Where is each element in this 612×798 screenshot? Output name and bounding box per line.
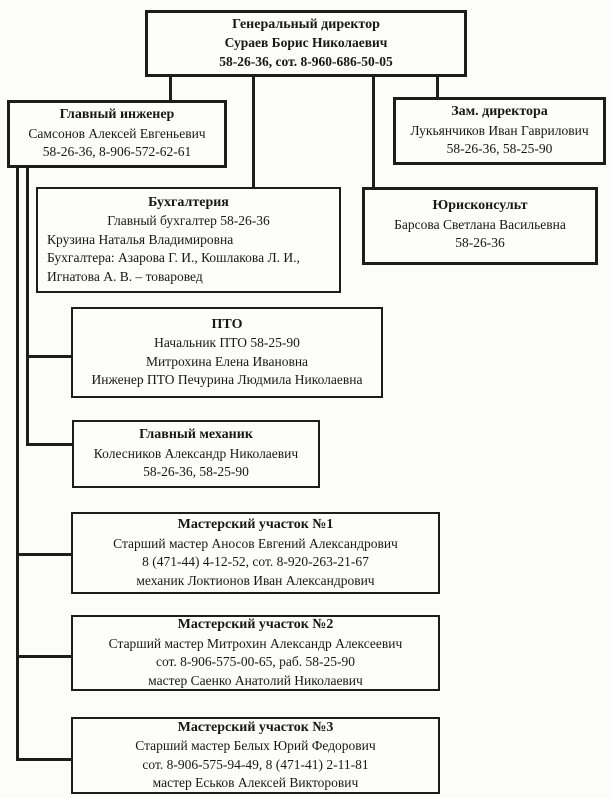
node-line: 58-26-36, сот. 8-960-686-50-05 bbox=[219, 53, 393, 69]
org-node-general-director: Генеральный директор Сураев Борис Никола… bbox=[145, 10, 467, 77]
node-line: Митрохина Елена Ивановна bbox=[145, 353, 309, 369]
connector-director-to-accounting bbox=[252, 74, 255, 189]
node-line: Лукьянчиков Иван Гаврилович bbox=[410, 122, 589, 138]
node-title: Главный механик bbox=[139, 427, 253, 443]
node-title: Генеральный директор bbox=[232, 16, 380, 32]
node-line: 58-26-36, 8-906-572-62-61 bbox=[42, 144, 192, 160]
node-line: 58-26-36, 58-25-90 bbox=[143, 464, 249, 480]
node-line: Бухгалтера: Азарова Г. И., Кошлакова Л. … bbox=[47, 250, 300, 266]
node-line: Старший мастер Митрохин Александр Алексе… bbox=[108, 635, 403, 651]
node-line: Крузина Наталья Владимировна bbox=[47, 231, 234, 247]
node-line: мастер Саенко Анатолий Николаевич bbox=[148, 672, 363, 688]
connector-director-to-chief-engineer bbox=[169, 74, 172, 102]
node-line: Старший мастер Аносов Евгений Александро… bbox=[113, 535, 398, 551]
node-line: 8 (471-44) 4-12-52, сот. 8-920-263-21-67 bbox=[142, 554, 369, 569]
connector-branch-workshop1 bbox=[16, 553, 73, 556]
node-line: Сураев Борис Николаевич bbox=[224, 35, 388, 51]
connector-branch-workshop3 bbox=[16, 758, 73, 761]
node-line: Начальник ПТО 58-25-90 bbox=[154, 335, 300, 350]
node-line: Барсова Светлана Васильевна bbox=[394, 216, 566, 232]
org-node-chief-mechanic: Главный механик Колесников Александр Ник… bbox=[72, 420, 320, 488]
org-node-deputy-director: Зам. директора Лукьянчиков Иван Гаврилов… bbox=[393, 97, 606, 165]
node-line: механик Локтионов Иван Александрович bbox=[136, 572, 375, 588]
node-line: Главный бухгалтер 58-26-36 bbox=[107, 213, 270, 229]
node-line: Старший мастер Белых Юрий Федорович bbox=[135, 738, 376, 753]
org-node-workshop-1: Мастерский участок №1 Старший мастер Ано… bbox=[71, 512, 440, 594]
org-node-chief-engineer: Главный инженер Самсонов Алексей Евгенье… bbox=[7, 100, 227, 168]
connector-branch-pto bbox=[26, 355, 73, 358]
connector-branch-chief-mechanic bbox=[26, 443, 74, 446]
node-line: сот. 8-906-575-94-49, 8 (471-41) 2-11-81 bbox=[142, 756, 369, 772]
node-line: Самсонов Алексей Евгеньевич bbox=[28, 125, 206, 141]
node-line: мастер Еськов Алексей Викторович bbox=[152, 775, 359, 790]
connector-branch-workshop2 bbox=[16, 655, 73, 658]
connector-spine-inner bbox=[26, 164, 29, 446]
connector-director-to-deputy-director bbox=[436, 74, 439, 99]
node-title: Зам. директора bbox=[451, 104, 548, 120]
connector-spine-outer bbox=[16, 164, 19, 761]
node-title: Мастерский участок №3 bbox=[177, 719, 334, 735]
node-title: ПТО bbox=[211, 316, 243, 332]
org-node-accounting: Бухгалтерия Главный бухгалтер 58-26-36 К… bbox=[36, 187, 341, 293]
org-node-workshop-3: Мастерский участок №3 Старший мастер Бел… bbox=[71, 717, 440, 794]
node-title: Бухгалтерия bbox=[148, 194, 229, 210]
node-line: 58-26-36, 58-25-90 bbox=[446, 141, 553, 157]
node-title: Главный инженер bbox=[59, 107, 175, 123]
node-title: Юрисконсульт bbox=[432, 198, 528, 213]
node-title: Мастерский участок №2 bbox=[177, 617, 334, 632]
node-line: 58-26-36 bbox=[455, 235, 505, 250]
node-line: Инженер ПТО Печурина Людмила Николаевна bbox=[91, 372, 363, 387]
org-node-pto: ПТО Начальник ПТО 58-25-90 Митрохина Еле… bbox=[71, 307, 383, 398]
node-line: сот. 8-906-575-00-65, раб. 58-25-90 bbox=[155, 654, 356, 669]
org-node-workshop-2: Мастерский участок №2 Старший мастер Мит… bbox=[71, 615, 440, 691]
node-line: Колесников Александр Николаевич bbox=[93, 445, 299, 461]
node-line: Игнатова А. В. – товаровед bbox=[47, 268, 203, 284]
org-node-legal-adviser: Юрисконсульт Барсова Светлана Васильевна… bbox=[362, 187, 598, 265]
node-title: Мастерский участок №1 bbox=[177, 517, 334, 532]
connector-director-to-legal bbox=[372, 74, 375, 189]
